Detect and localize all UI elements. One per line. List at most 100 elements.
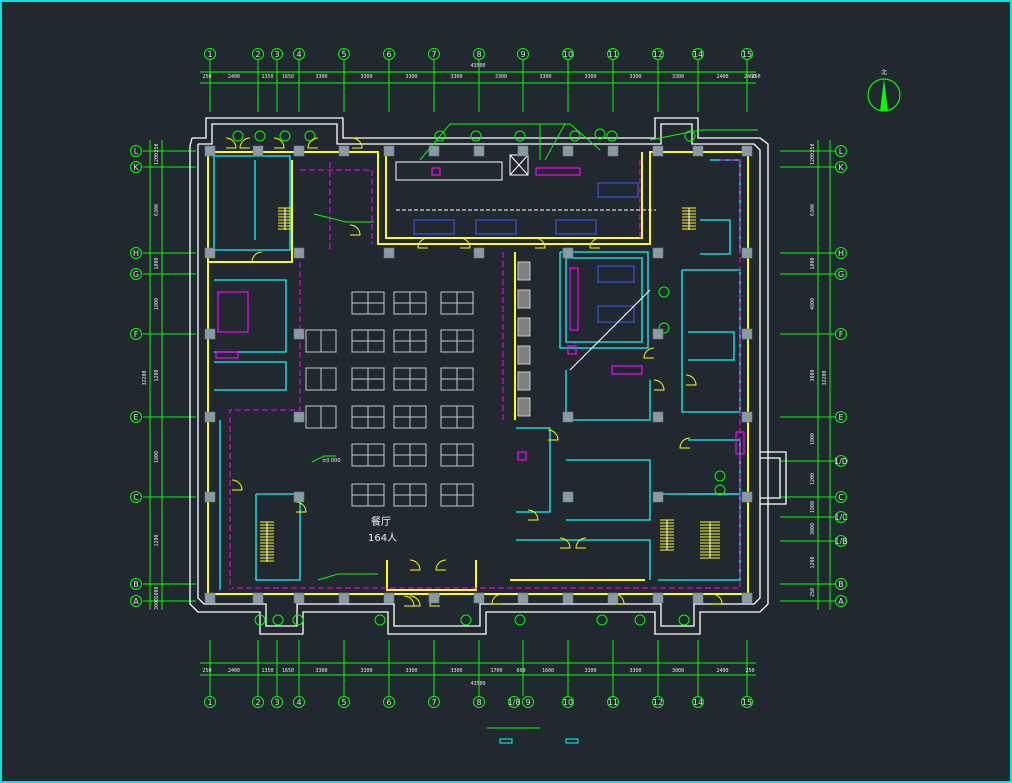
dim-text: 3000 <box>154 598 160 610</box>
axis-bubble-bottom-10: 10 <box>562 696 574 708</box>
column <box>562 592 574 604</box>
column <box>652 247 664 259</box>
door-swing <box>273 137 285 149</box>
axis-bubble-7: 7 <box>428 48 440 60</box>
dim-text: 250 <box>751 74 760 80</box>
axis-bubble-bottom-4-label: 4 <box>296 698 301 707</box>
tree-circle <box>232 130 244 142</box>
dining-table <box>440 329 474 353</box>
dim-text: 2400 <box>716 74 728 80</box>
column <box>204 411 216 423</box>
row-bubble-right-1-C: 1/C <box>834 511 848 523</box>
tree-circle <box>658 322 670 334</box>
row-bubble-left-B: B <box>130 578 142 590</box>
dining-table <box>351 443 385 467</box>
dining-table <box>393 367 427 391</box>
column <box>204 491 216 503</box>
dim-text: 2400 <box>744 74 756 80</box>
tree-circle <box>714 484 726 496</box>
dim-text: 3300 <box>405 668 417 674</box>
axis-bubble-bottom-5: 5 <box>338 696 350 708</box>
row-bubble-left-E: E <box>130 411 142 423</box>
axis-bubble-bottom-1-label: 1 <box>207 698 212 707</box>
row-bubble-right-B-label: B <box>838 580 844 589</box>
row-bubble-left-H-label: H <box>133 249 139 258</box>
axis-bubble-bottom-12: 12 <box>652 696 664 708</box>
column <box>652 411 664 423</box>
elevation-mark: ±0.000 <box>322 458 341 464</box>
axis-bubble-2-label: 2 <box>255 50 260 59</box>
magenta-fixtures <box>215 167 745 461</box>
row-bubble-right-C-label: C <box>838 493 844 502</box>
axis-bubble-1: 1 <box>204 48 216 60</box>
door-swing <box>351 137 363 149</box>
row-bubble-left-F-label: F <box>134 330 139 339</box>
column <box>473 247 485 259</box>
dim-text: 2400 <box>716 668 728 674</box>
column <box>293 328 305 340</box>
dim-text: 3300 <box>539 74 551 80</box>
dim-text: 250 <box>810 588 816 597</box>
axis-bubble-6-label: 6 <box>386 50 391 59</box>
dim-text: 250 <box>745 668 754 674</box>
dim-text: 1700 <box>490 668 502 674</box>
door-swing <box>225 137 237 149</box>
dining-tables <box>305 261 531 507</box>
axis-bubble-10: 10 <box>562 48 574 60</box>
axis-bubble-5-label: 5 <box>341 50 346 59</box>
row-bubble-right-L-label: L <box>839 147 844 156</box>
door-swing <box>409 559 421 571</box>
dim-text: 1200 <box>154 153 160 165</box>
staircase <box>682 207 696 230</box>
row-bubble-left-C: C <box>130 491 142 503</box>
axis-bubble-bottom-11-label: 11 <box>608 698 618 707</box>
column <box>293 145 305 157</box>
dining-table <box>305 329 337 353</box>
column <box>607 592 619 604</box>
tree-circle <box>272 614 284 626</box>
dim-text: 1200 <box>154 534 160 546</box>
dining-table <box>393 483 427 507</box>
row-bubble-left-B-label: B <box>133 580 139 589</box>
axis-bubble-bottom-9: 9 <box>522 696 534 708</box>
row-bubble-right-B: B <box>835 578 847 590</box>
column <box>473 145 485 157</box>
row-bubble-right-K-label: K <box>838 163 844 172</box>
column <box>562 491 574 503</box>
row-bubble-left-A: A <box>130 595 142 607</box>
kitchen-equipment <box>413 182 639 323</box>
dim-text: 1350 <box>261 74 273 80</box>
dim-text: 1800 <box>810 501 816 513</box>
dining-table <box>440 405 474 429</box>
axis-bubble-bottom-14-label: 14 <box>693 698 703 707</box>
door-swing <box>231 479 243 491</box>
row-bubble-right-F: F <box>835 328 847 340</box>
door-swing <box>653 379 665 391</box>
column <box>428 592 440 604</box>
door-swing <box>679 437 691 449</box>
row-bubble-right-H-label: H <box>838 249 844 258</box>
axis-bubble-12-label: 12 <box>653 50 663 59</box>
tree-circle <box>684 130 696 142</box>
staircase <box>700 521 720 559</box>
tree-circle <box>594 128 606 140</box>
dim-text: 3300 <box>629 668 641 674</box>
side-table <box>517 289 531 309</box>
dim-text: 1200 <box>810 556 816 568</box>
row-bubble-right-A-label: A <box>838 597 844 606</box>
door-swing <box>534 237 546 249</box>
axis-bubble-9: 9 <box>517 48 529 60</box>
axis-bubble-bottom-14: 14 <box>692 696 704 708</box>
tree-circle <box>374 614 386 626</box>
column <box>517 145 529 157</box>
column <box>692 592 704 604</box>
column <box>204 247 216 259</box>
dimension-lines <box>149 71 831 676</box>
axis-bubble-bottom-9-label: 9 <box>525 698 530 707</box>
bottom-total: 43500 <box>470 681 485 687</box>
axis-bubble-1-label: 1 <box>207 50 212 59</box>
column <box>293 491 305 503</box>
